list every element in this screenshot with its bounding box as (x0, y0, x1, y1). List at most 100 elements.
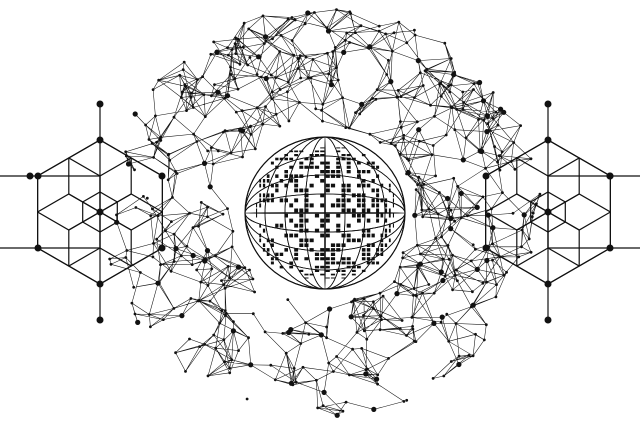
sphere-cell (259, 223, 262, 228)
network-node (451, 288, 454, 292)
sphere-cell (325, 183, 330, 188)
sphere-cell (304, 273, 309, 276)
sphere-cell (388, 238, 391, 243)
sphere-cell (371, 179, 375, 183)
network-node (399, 120, 402, 123)
network-node (365, 337, 369, 341)
sphere-cell (320, 223, 325, 228)
sphere-cell (289, 261, 294, 265)
sphere-cell (371, 188, 375, 193)
network-node (180, 96, 183, 99)
sphere-cell (380, 243, 384, 247)
network-node (191, 106, 195, 109)
network-node (155, 237, 159, 241)
network-node (125, 249, 129, 252)
sphere-cell (325, 233, 330, 238)
sphere-cell (336, 198, 341, 203)
sphere-cell (266, 179, 270, 183)
network-node (448, 226, 454, 232)
network-node (479, 148, 485, 155)
sphere-cell (341, 208, 346, 213)
sphere-cell (266, 193, 270, 198)
network-node (296, 67, 300, 70)
sphere-cell (294, 183, 299, 188)
sphere-cell (351, 213, 356, 218)
network-node (212, 40, 216, 44)
network-node (206, 374, 210, 378)
sphere-cell (336, 170, 341, 174)
sphere-cell (366, 170, 371, 174)
sphere-cell (262, 183, 266, 188)
network-node (341, 49, 347, 56)
sphere-cell (270, 183, 274, 188)
network-node (480, 98, 487, 104)
sphere-cell (275, 223, 279, 228)
sphere-cell (275, 188, 279, 193)
network-node (431, 144, 435, 147)
network-node (481, 281, 485, 285)
network-node (400, 319, 404, 322)
network-node (151, 88, 155, 91)
sphere-cell (294, 150, 299, 153)
sphere-cell (371, 243, 375, 247)
network-node (482, 118, 486, 122)
network-node (199, 280, 203, 284)
hexagon-node (96, 316, 104, 324)
network-ring (108, 8, 542, 418)
network-node (214, 254, 217, 258)
network-node (505, 270, 508, 274)
sphere-cell (325, 265, 330, 269)
network-node (405, 398, 409, 402)
network-node (179, 254, 183, 258)
network-node (491, 91, 495, 94)
network-node (454, 268, 458, 272)
sphere-cell (341, 198, 346, 203)
network-node (332, 370, 335, 373)
network-node (341, 409, 345, 413)
network-node (306, 76, 310, 80)
network-node (230, 358, 234, 362)
network-node (486, 122, 490, 125)
network-node (173, 246, 179, 252)
sphere-cell (361, 198, 366, 203)
network-node (223, 360, 227, 364)
sphere-cell (388, 213, 391, 218)
network-node (456, 279, 459, 283)
network-node (420, 208, 424, 212)
network-node (477, 118, 480, 121)
network-node (281, 332, 285, 335)
network-node (224, 314, 227, 317)
sphere-cell (346, 238, 351, 243)
network-node (351, 347, 354, 351)
sphere-cell (336, 203, 341, 208)
network-node (203, 343, 207, 346)
hexagon-lines (0, 104, 163, 320)
network-node (412, 294, 415, 297)
network-node (155, 140, 159, 144)
sphere-cell (256, 208, 258, 213)
sphere-cell (336, 228, 341, 233)
network-node (299, 342, 303, 345)
network-node (433, 114, 436, 118)
sphere-cell (270, 198, 274, 203)
sphere-cell (320, 193, 325, 198)
network-node (491, 258, 494, 262)
sphere-parallel (245, 212, 405, 214)
sphere-cell (304, 188, 309, 193)
sphere-cell (357, 238, 361, 243)
network-node (345, 31, 349, 35)
sphere-cell (266, 248, 270, 252)
network-node (422, 182, 426, 186)
sphere-cell (294, 257, 299, 261)
network-node (228, 366, 232, 370)
network-node (388, 79, 394, 85)
network-node (430, 153, 434, 157)
network-node (327, 361, 331, 365)
network-node (215, 89, 221, 95)
sphere-cell (330, 277, 336, 279)
sphere-cell (259, 238, 262, 243)
network-node (314, 107, 318, 111)
hexagon-node (544, 100, 552, 108)
sphere-cell (366, 183, 371, 188)
network-node (362, 297, 366, 301)
